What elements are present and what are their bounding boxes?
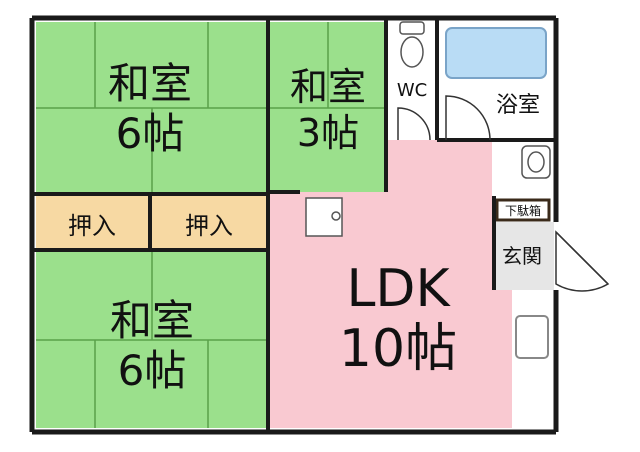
entrance-door bbox=[555, 231, 609, 285]
ldk-size: 10帖 bbox=[339, 319, 457, 379]
washitsu-top-left-floor bbox=[36, 22, 266, 192]
shoe-box-label: 下駄箱 bbox=[505, 203, 541, 218]
interior-walls bbox=[32, 18, 556, 432]
wc-label: WC bbox=[397, 80, 427, 101]
kitchen-sink bbox=[515, 315, 549, 359]
washitsu-bottom-left-size: 6帖 bbox=[118, 346, 187, 395]
ldk-name: LDK bbox=[346, 259, 451, 319]
door-swings bbox=[397, 95, 610, 292]
closet-left-floor bbox=[36, 196, 148, 250]
closet-left-label: 押入 bbox=[68, 212, 116, 240]
toilet-icon bbox=[399, 21, 425, 68]
shoe-box-fill bbox=[495, 198, 551, 222]
washitsu-top-mid-size: 3帖 bbox=[297, 111, 359, 155]
closet-right-label: 押入 bbox=[185, 212, 233, 240]
closet-right-floor bbox=[152, 196, 266, 250]
washitsu-top-mid-name: 和室 bbox=[290, 65, 366, 109]
washitsu-bottom-left-name: 和室 bbox=[110, 296, 194, 345]
washitsu-top-left-size: 6帖 bbox=[116, 109, 185, 158]
appliance-icon bbox=[305, 197, 343, 237]
bathroom-label: 浴室 bbox=[496, 93, 540, 118]
tatami-lines bbox=[36, 22, 385, 428]
entrance-floor bbox=[492, 222, 554, 290]
walls bbox=[29, 15, 559, 435]
entrance-label: 玄関 bbox=[502, 244, 542, 268]
washbasin-icon bbox=[521, 145, 551, 179]
bath-tub bbox=[445, 27, 547, 79]
washitsu-top-left-name: 和室 bbox=[108, 59, 192, 108]
